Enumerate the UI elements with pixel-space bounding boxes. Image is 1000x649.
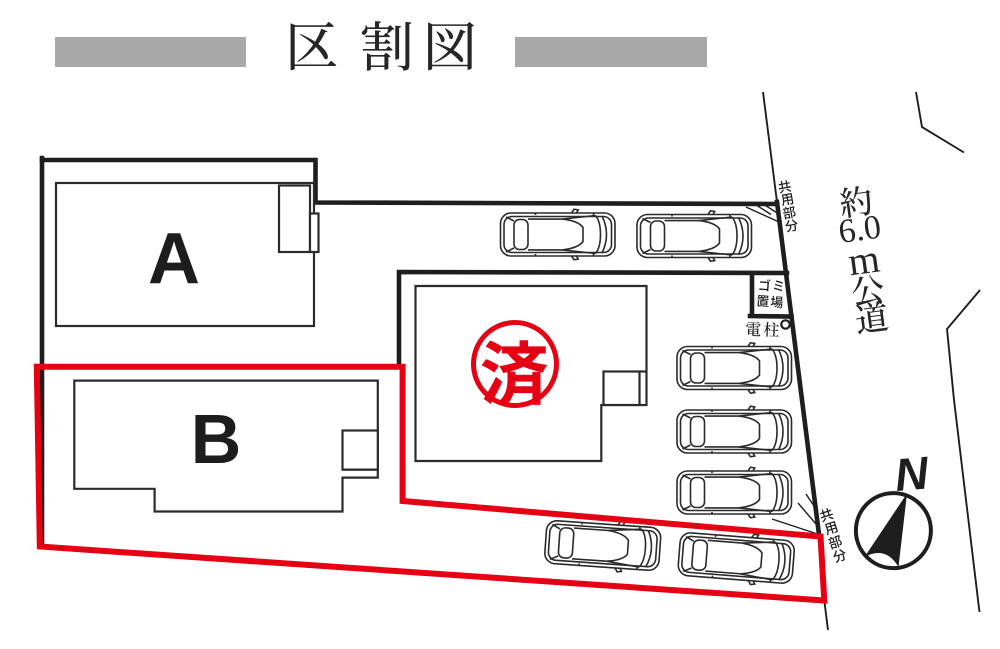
svg-text:B: B: [191, 400, 242, 478]
svg-text:A: A: [148, 219, 200, 299]
svg-text:N: N: [893, 446, 931, 501]
svg-text:6.0: 6.0: [836, 209, 883, 251]
svg-text:m: m: [845, 236, 882, 285]
